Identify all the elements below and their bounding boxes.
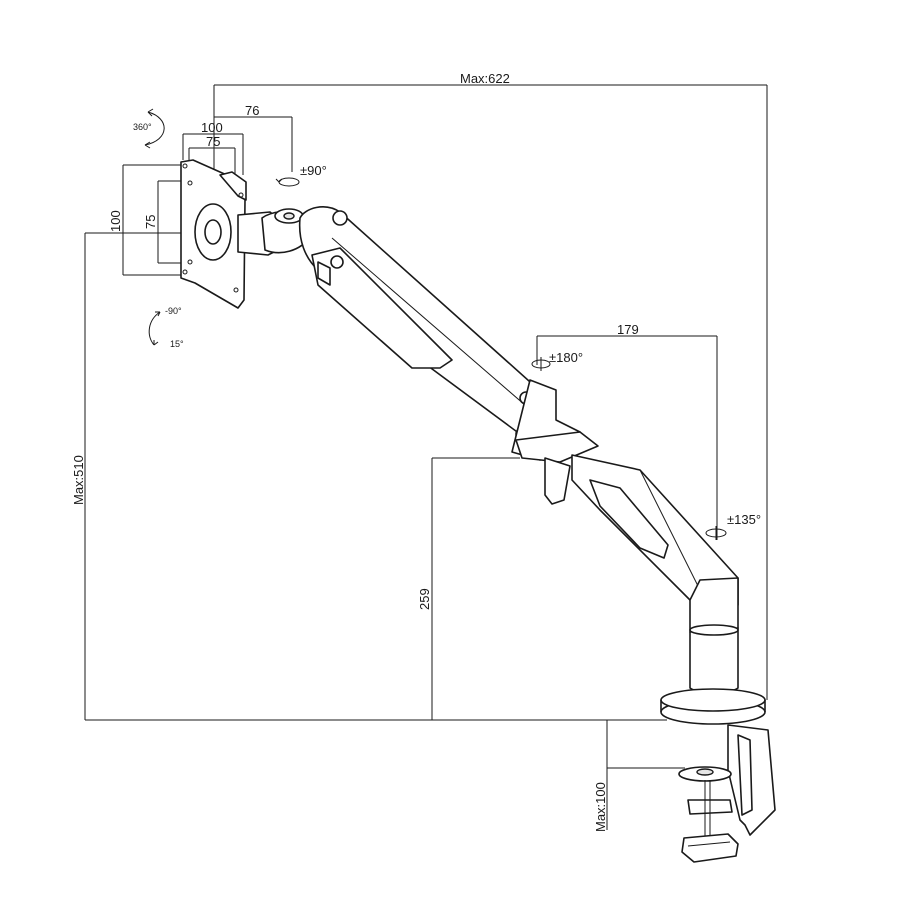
dimension-lines (84, 84, 768, 830)
label-rotation: 360° (133, 122, 152, 132)
rotation-arrows (144, 108, 727, 540)
label-elbow-swivel: ±180° (549, 350, 583, 365)
label-vesa-100-v: 100 (108, 210, 123, 232)
label-vesa-75-v: 75 (143, 215, 158, 229)
lower-arm (571, 454, 739, 611)
dimension-labels: Max:622 76 100 75 100 75 ±90° 360° -90° … (71, 71, 761, 832)
label-elbow-offset: 179 (617, 322, 639, 337)
label-max-reach: Max:622 (460, 71, 510, 86)
elbow-joint (511, 379, 599, 505)
upper-arm (298, 206, 549, 441)
label-base-swivel: ±135° (727, 512, 761, 527)
label-vesa-75-h: 75 (206, 134, 220, 149)
desk-base (660, 688, 766, 725)
desk-clamp (678, 724, 776, 863)
pole (689, 577, 739, 694)
label-tilt-down: -90° (165, 306, 182, 316)
label-pole-height: 259 (417, 588, 432, 610)
label-vesa-100-h: 100 (201, 120, 223, 135)
label-max-height: Max:510 (71, 455, 86, 505)
label-tilt-up: 15° (170, 339, 184, 349)
label-clamp-max: Max:100 (593, 782, 608, 832)
vesa-plate (180, 159, 247, 309)
label-swivel-head: ±90° (300, 163, 327, 178)
label-vesa-offset: 76 (245, 103, 259, 118)
